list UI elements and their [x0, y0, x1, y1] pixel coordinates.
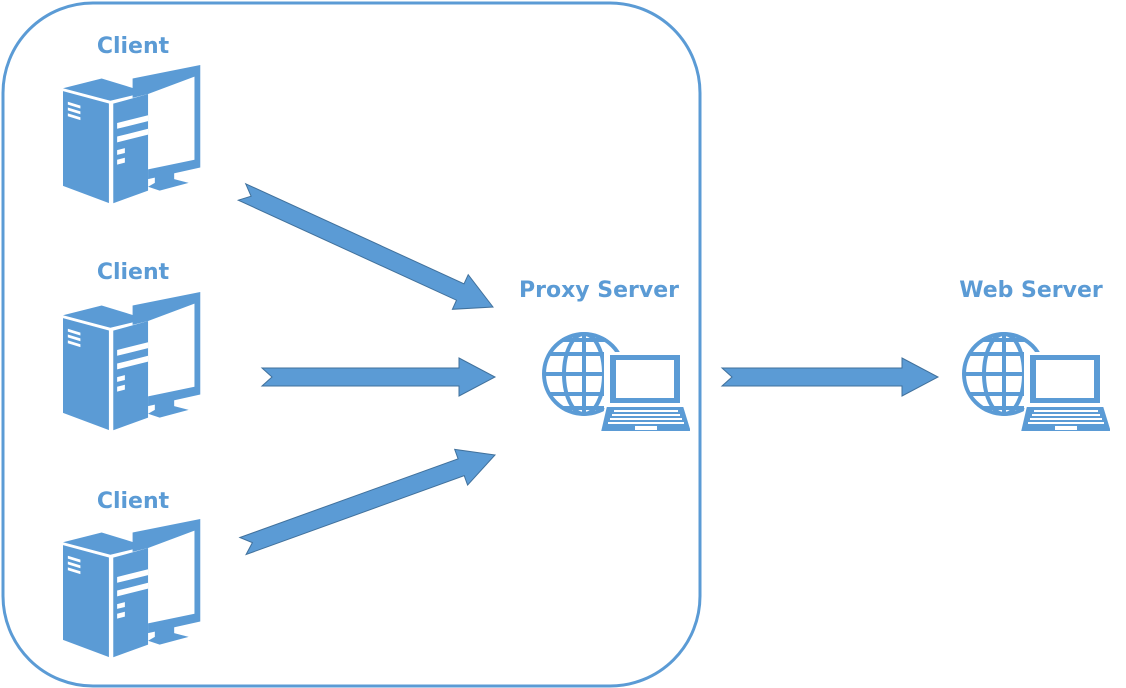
desktop-computer-icon: [63, 65, 202, 207]
client-node-3: Client: [63, 489, 202, 661]
globe-laptop-icon: [962, 332, 1110, 432]
desktop-computer-icon: [63, 292, 202, 434]
proxy-server-label: Proxy Server: [519, 278, 679, 303]
flow-arrow-1: [236, 182, 494, 310]
client-node-2: Client: [63, 260, 202, 434]
web-server-node: Web Server: [959, 278, 1110, 432]
flow-arrow-3: [238, 448, 497, 556]
web-server-label: Web Server: [959, 278, 1103, 303]
arrows: [236, 182, 940, 556]
client-node-1: Client: [63, 34, 202, 207]
client-label: Client: [97, 489, 170, 514]
client-label: Client: [97, 260, 170, 285]
globe-laptop-icon: [542, 332, 690, 432]
proxy-server-node: Proxy Server: [519, 278, 690, 432]
flow-arrow-4: [720, 357, 940, 397]
client-group-boundary: [1, 1, 702, 688]
desktop-computer-icon: [63, 519, 202, 661]
flow-arrow-2: [260, 357, 497, 397]
client-label: Client: [97, 34, 170, 59]
